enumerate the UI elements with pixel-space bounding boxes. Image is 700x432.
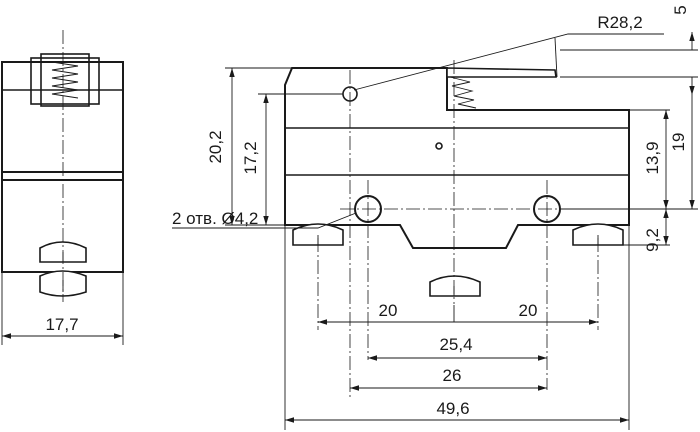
dim-side-width: 17,7	[45, 315, 78, 334]
dim-terminal-pitch-left: 20	[379, 301, 398, 320]
front-terminal-center	[429, 275, 481, 297]
dim-height-body-upper: 17,2	[241, 141, 260, 174]
dim-body-length: 49,6	[436, 399, 469, 418]
dim-hole-to-terminal: 9,2	[643, 228, 662, 252]
dim-lever-radius: R28,2	[597, 13, 642, 32]
dim-height-to-hole: 13,9	[643, 141, 662, 174]
dim-outer-terminal-span: 25,4	[439, 335, 472, 354]
lever-arm	[446, 37, 558, 109]
holes-note: 2 отв. Ø4,2	[172, 209, 258, 228]
dim-terminal-pitch-right: 20	[519, 301, 538, 320]
side-view: 17,7	[1, 30, 124, 345]
spring-housing	[30, 53, 100, 107]
front-view: 20 20 25,4 26 49,6 20,2 17,2 2 отв. Ø4,2…	[172, 5, 698, 430]
dim-total-height-right: 19	[669, 133, 688, 152]
dim-height-to-pivot: 20,2	[206, 130, 225, 163]
dim-hole-spacing: 26	[443, 366, 462, 385]
dim-lever-travel: 5	[671, 5, 690, 14]
